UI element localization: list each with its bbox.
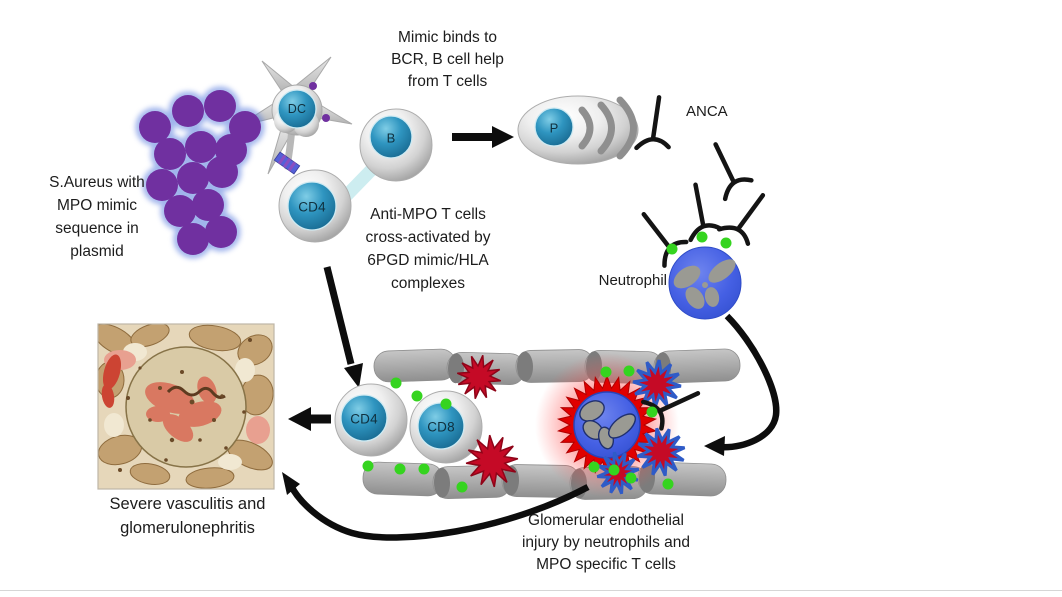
- plasma-cell-label: P: [549, 120, 559, 136]
- b-cell: [359, 108, 433, 182]
- mhc-tcr-synapse: [273, 151, 301, 175]
- injury-starburst: [456, 354, 502, 400]
- arrow-neutrophil-to-endothelium: [704, 313, 780, 456]
- cd8-effector-label: CD8: [427, 419, 455, 435]
- dc-label: DC: [287, 102, 307, 116]
- antigen-dot: [309, 82, 317, 90]
- injury-starburst: [465, 434, 519, 488]
- netosis-starburst: [636, 427, 686, 477]
- mimic-binds-text: Mimic binds to BCR, B cell help from T c…: [391, 29, 504, 90]
- saureus-text: S.Aureus with MPO mimic sequence in plas…: [49, 174, 145, 260]
- arrow-b-to-plasma: [452, 126, 514, 148]
- glomerular-injury-text: Glomerular endothelial injury by neutrop…: [521, 512, 691, 573]
- histology-image: [97, 323, 275, 490]
- neutrophil-cell: [666, 231, 742, 320]
- cd8-effector-cell: [409, 390, 483, 464]
- slide-bottom-divider: [0, 590, 1062, 591]
- cd4-apc-label: CD4: [298, 199, 326, 215]
- mpo-antigen-dots: [362, 365, 674, 493]
- endoplasmic-reticulum-arcs: [578, 96, 637, 160]
- severe-vasculitis-text: Severe vasculitis and glomerulonephritis: [109, 495, 266, 537]
- cd4-t-cell: [278, 169, 352, 243]
- anca-label: ANCA: [686, 103, 728, 120]
- arrow-injury-to-histology: [282, 472, 590, 541]
- b-cell-label: B: [386, 130, 396, 146]
- antigen-dot: [322, 114, 330, 122]
- anti-mpo-text: Anti-MPO T cells cross-activated by 6PGD…: [365, 206, 491, 292]
- cd4-effector-label: CD4: [350, 411, 378, 427]
- mpo-antigen-dots: [666, 231, 732, 255]
- bacteria-cluster: [135, 86, 265, 259]
- arrow-to-histology: [288, 407, 331, 431]
- cd4-effector-cell: [334, 383, 408, 457]
- arrow-tcell-to-glomerulus: [323, 266, 363, 388]
- neutrophil-label: Neutrophil: [598, 272, 667, 289]
- plasma-cell: [517, 95, 639, 165]
